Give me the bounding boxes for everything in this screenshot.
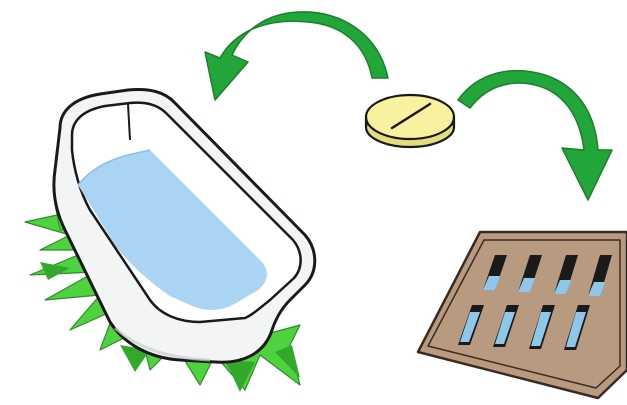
curved-arrow-left-icon	[204, 11, 389, 101]
drain-slots-bottom	[458, 305, 590, 350]
drain-slots-top	[483, 255, 612, 296]
tablet-icon	[364, 93, 456, 149]
curved-arrow-right-icon	[457, 69, 613, 201]
bathtub-icon	[52, 88, 317, 364]
drain-grate-icon	[416, 230, 627, 400]
